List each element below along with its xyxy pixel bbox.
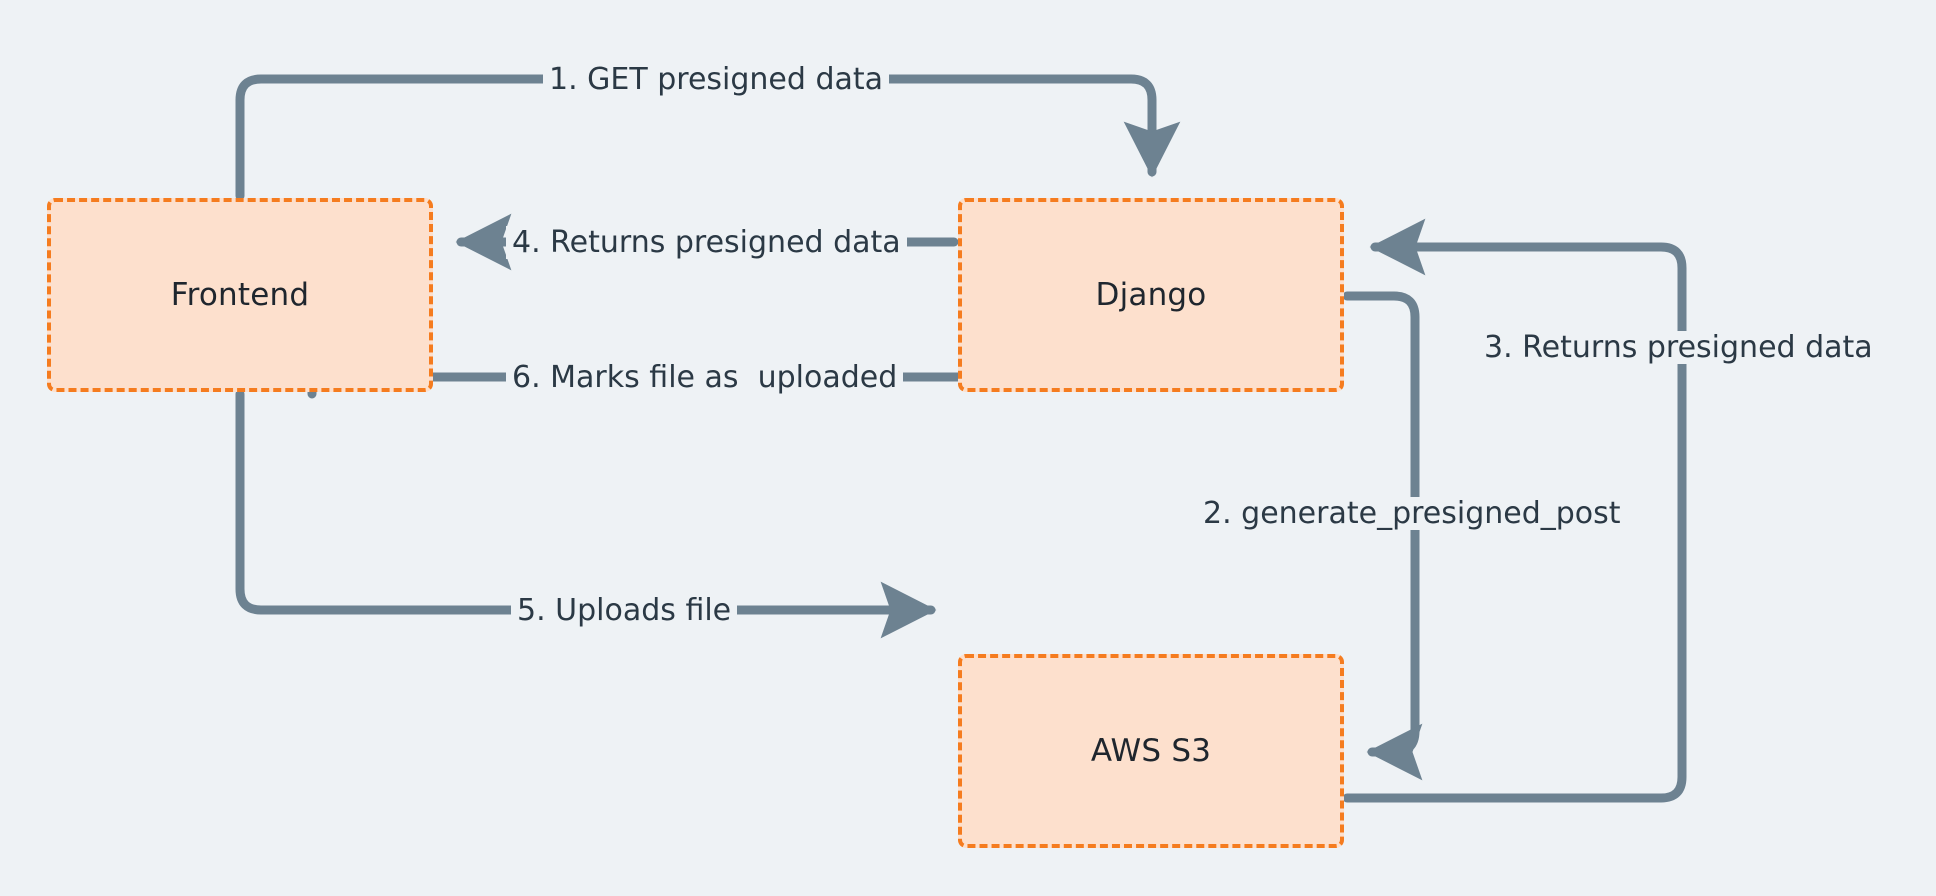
- edge-label-step3: 3. Returns presigned data: [1478, 331, 1879, 364]
- edge-label-step2: 2. generate_presigned_post: [1197, 497, 1627, 530]
- edge-path-step5: [235, 389, 937, 639]
- edge-path-step3: [1342, 218, 1687, 803]
- node-aws-s3-label: AWS S3: [1090, 733, 1212, 769]
- node-django[interactable]: Django: [958, 198, 1344, 392]
- node-frontend[interactable]: Frontend: [47, 198, 433, 392]
- node-aws-s3[interactable]: AWS S3: [958, 654, 1344, 848]
- edge-label-step4: 4. Returns presigned data: [506, 226, 907, 259]
- node-django-label: Django: [1095, 277, 1207, 313]
- edge-label-step1: 1. GET presigned data: [543, 63, 890, 96]
- edge-label-step5: 5. Uploads file: [511, 594, 738, 627]
- edge-label-step6: 6. Marks file as uploaded: [506, 361, 904, 394]
- node-frontend-label: Frontend: [170, 277, 310, 313]
